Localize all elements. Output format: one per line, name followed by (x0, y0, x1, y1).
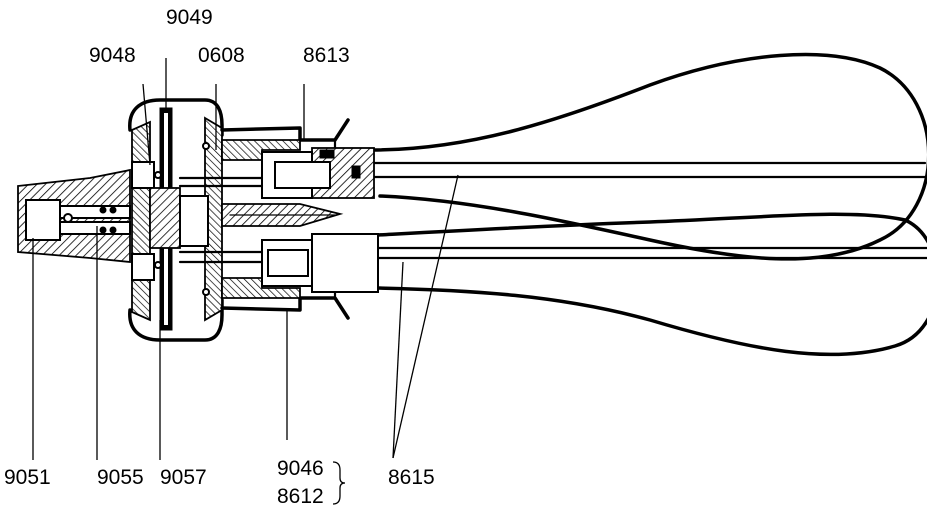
nozzle-body (17, 168, 131, 263)
label-9051: 9051 (4, 466, 51, 489)
label-0608: 0608 (198, 44, 245, 67)
lower-connector (178, 233, 379, 293)
label-9046: 9046 (277, 457, 324, 480)
label-9055: 9055 (97, 466, 144, 489)
label-8612: 8612 (277, 485, 324, 508)
label-8613: 8613 (303, 44, 350, 67)
leader-lines (32, 58, 459, 460)
upper-handle-lobe (370, 52, 927, 261)
upper-connector (178, 147, 375, 199)
gear-housing (128, 98, 224, 342)
label-9057: 9057 (160, 466, 207, 489)
lower-handle-lobe (376, 212, 927, 357)
label-9048: 9048 (89, 44, 136, 67)
label-8615: 8615 (388, 466, 435, 489)
label-brace (332, 461, 346, 505)
middle-spindle (221, 203, 344, 227)
label-9049: 9049 (166, 6, 213, 29)
